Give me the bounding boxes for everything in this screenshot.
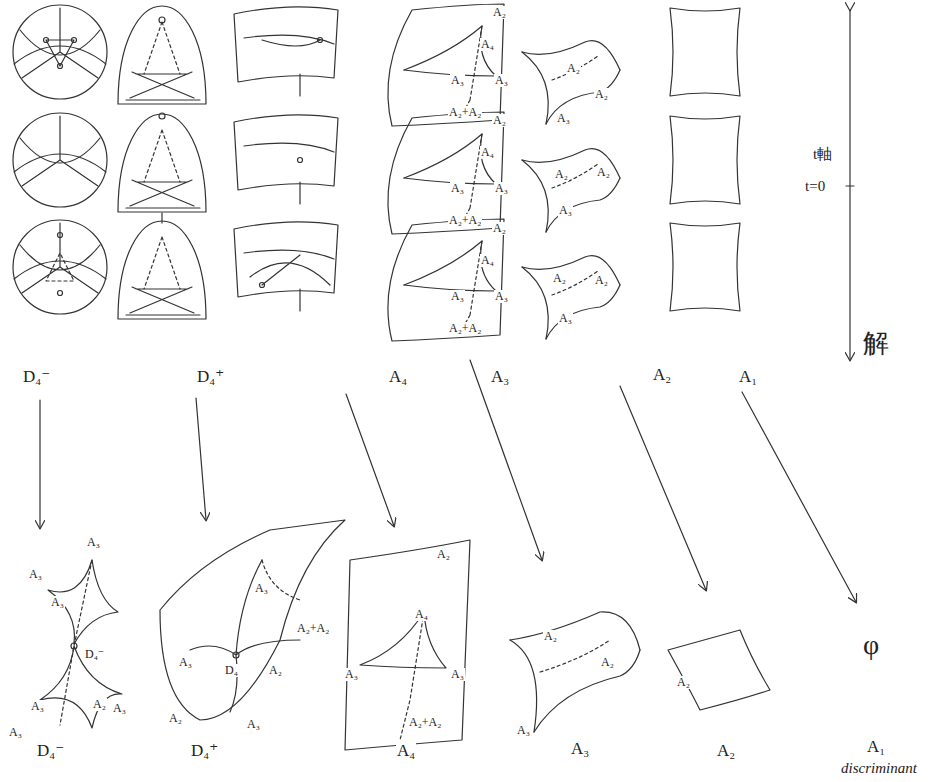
label: A₂+A₂ <box>296 622 330 635</box>
label: A₄ <box>480 146 495 159</box>
label: A₃ <box>86 536 101 549</box>
label: A₂ <box>492 6 507 19</box>
label: A₂ <box>543 630 558 643</box>
label: A₄ <box>388 368 408 387</box>
label: 解 <box>862 330 890 359</box>
label: A₃ <box>494 74 509 87</box>
label: A₃ <box>178 656 193 669</box>
label: D₄⁻ <box>36 742 65 761</box>
label: A₁ <box>866 738 886 757</box>
label: A₃ <box>8 726 23 739</box>
label: A₄ <box>414 608 429 621</box>
label: A₄ <box>480 254 495 267</box>
label: A₂ <box>492 114 507 127</box>
label: A₂+A₂ <box>448 106 482 119</box>
label: D₄⁺ <box>190 742 219 761</box>
label: A₃ <box>450 74 465 87</box>
label: t軸 <box>812 146 833 163</box>
label: A₃ <box>516 724 531 737</box>
label: A₃ <box>570 740 590 759</box>
label: A₂ <box>268 664 283 677</box>
label: A₃ <box>450 182 465 195</box>
label: A₃ <box>558 204 573 217</box>
label: A₂ <box>436 548 451 561</box>
label: A₂ <box>92 698 107 711</box>
label: A₃ <box>494 290 509 303</box>
label: A₁ <box>738 368 758 387</box>
label: discriminant <box>840 760 918 777</box>
label: A₂ <box>600 656 615 669</box>
label: D₄⁻ <box>84 648 105 661</box>
label: A₂ <box>596 166 611 179</box>
label: A₂ <box>676 676 691 689</box>
label: A₂ <box>552 272 567 285</box>
label: A₃ <box>112 702 127 715</box>
label: t=0 <box>804 178 826 195</box>
label: A₃ <box>556 112 571 125</box>
label: A₂ <box>566 62 581 75</box>
label: A₂+A₂ <box>448 322 482 335</box>
label: D₄⁻ <box>22 368 51 387</box>
label: A₂ <box>492 222 507 235</box>
label: A₃ <box>254 582 269 595</box>
label: A₂ <box>716 742 736 761</box>
label: A₂ <box>554 168 569 181</box>
label: A₃ <box>246 718 261 731</box>
label: A₃ <box>558 312 573 325</box>
label: A₂ <box>168 712 183 725</box>
label: A₃ <box>494 182 509 195</box>
label: A₃ <box>28 568 43 581</box>
label: A₃ <box>450 290 465 303</box>
label: A₂ <box>594 274 609 287</box>
label: A₄ <box>396 742 416 761</box>
label: D₄ <box>224 664 239 677</box>
label: A₃ <box>450 668 465 681</box>
label: A₃ <box>344 668 359 681</box>
label: A₂+A₂ <box>448 214 482 227</box>
label: A₂ <box>652 366 672 385</box>
label: A₃ <box>30 700 45 713</box>
label: A₃ <box>490 368 510 387</box>
label: A₂ <box>594 88 609 101</box>
label: φ <box>862 630 880 661</box>
label: A₄ <box>480 38 495 51</box>
label: D₄⁺ <box>196 368 225 387</box>
label: A₃ <box>50 596 65 609</box>
label: A₂+A₂ <box>408 716 442 729</box>
